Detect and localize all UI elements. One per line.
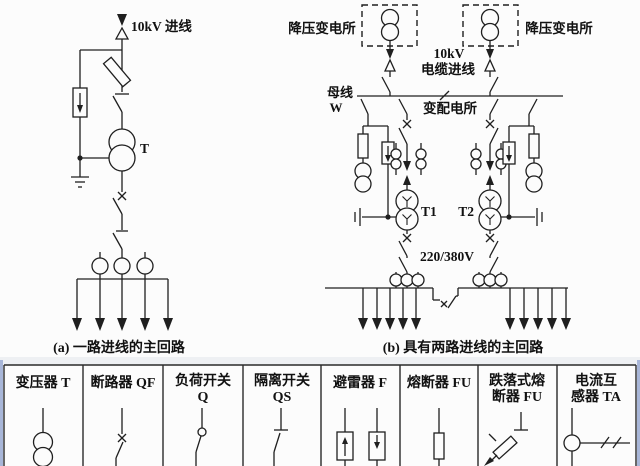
legend-header: 断路器 QF: [91, 374, 156, 391]
legend-header: 电流互: [575, 372, 617, 389]
transformer-icon: [77, 128, 136, 172]
transformer2-label: T2: [458, 204, 474, 219]
fuse-icon: [357, 133, 369, 159]
fuse-icon: [528, 133, 540, 159]
legend-header: 跌落式熔: [489, 372, 546, 389]
legend-header: Q: [198, 390, 209, 405]
circuit-breaker-icon: [115, 408, 127, 466]
right-edge-accent: [637, 360, 640, 466]
legend-header: 熔断器 FU: [407, 374, 471, 391]
bus-tie-switch: [432, 288, 459, 309]
ct-pair-icon: [415, 143, 427, 175]
caption-b: (b) 具有两路进线的主回路: [383, 339, 545, 356]
legend-header: 负荷开关: [175, 372, 231, 389]
transformer-t1-icon: [395, 189, 419, 231]
lv-voltage-label: 220/380V: [420, 249, 474, 264]
diagram-a: 10kV 进线: [53, 14, 192, 356]
station-right-label: 降压变电所: [525, 20, 593, 36]
dropout-fuse-icon: [102, 56, 132, 92]
legend-header: 断器 FU: [492, 388, 542, 405]
legend-header: 变压器 T: [16, 374, 71, 391]
lv-bus-left: [325, 287, 433, 330]
ct-row-icon: [389, 272, 425, 288]
ct-row-icon: [472, 272, 508, 288]
main-feeder-t1: [389, 98, 427, 288]
legend-table: 变压器 T 断路器 QF 负荷开关 Q 隔离开关 QS 避雷器 F 熔断器 FU…: [3, 364, 637, 466]
current-transformer-icon: [563, 408, 630, 466]
legend-header: 隔离开关: [254, 372, 310, 389]
bus-label-1: 母线: [327, 85, 353, 100]
cable-head-icon: [114, 14, 130, 59]
transformer-t2-icon: [478, 189, 502, 231]
cable-incoming-label-1: 10kV: [434, 46, 465, 61]
isolator-switch-icon: [273, 408, 288, 466]
station-left-label: 降压变电所: [288, 20, 356, 36]
ct-pair-icon: [470, 143, 482, 175]
incoming-label-a: 10kV 进线: [131, 18, 192, 34]
surge-arrester-icon: [502, 141, 516, 165]
hv-busbar: [357, 90, 563, 101]
load-switch-icon: [195, 408, 207, 466]
transformer1-label: T1: [421, 204, 437, 219]
ct-pair-icon: [390, 143, 402, 175]
substation-label: 变配电所: [423, 100, 477, 116]
feeder-arrows: [72, 278, 173, 331]
fuse-icon: [433, 408, 445, 466]
dropout-fuse-icon: [484, 412, 528, 466]
transformer-icon: [32, 408, 54, 466]
table-grid: [3, 364, 637, 466]
legend-header: 感器 TA: [571, 388, 622, 405]
bus-label-2: W: [330, 100, 343, 115]
legend-header: 避雷器 F: [333, 374, 387, 391]
main-feeder-t2: [470, 98, 508, 288]
ground-icon: [71, 176, 89, 188]
surge-arrester-icon: [336, 408, 386, 466]
cable-incoming-label-2: 电缆进线: [421, 61, 475, 77]
stepdown-station-left-icon: [361, 4, 418, 96]
divider-band: [0, 357, 640, 365]
left-edge-accent: [0, 360, 3, 466]
pt-arrester-feeder-right: [501, 98, 543, 226]
current-transformer-row-icon: [91, 252, 154, 279]
diagram-b: 降压变电所 降压变电所 10kV 电缆进线 母线 W: [288, 4, 593, 356]
isolator-switch-icon: [112, 230, 128, 256]
caption-a: (a) 一路进线的主回路: [53, 339, 186, 356]
circuit-breaker-icon: [112, 171, 127, 230]
lv-bus-right: [458, 287, 571, 330]
legend-header: QS: [273, 390, 292, 405]
stepdown-station-right-icon: [462, 4, 519, 96]
transformer-label-a: T: [140, 141, 149, 156]
surge-arrester-icon: [72, 50, 88, 177]
isolator-switch-icon: [112, 93, 129, 129]
pt-arrester-feeder-left: [354, 98, 396, 226]
